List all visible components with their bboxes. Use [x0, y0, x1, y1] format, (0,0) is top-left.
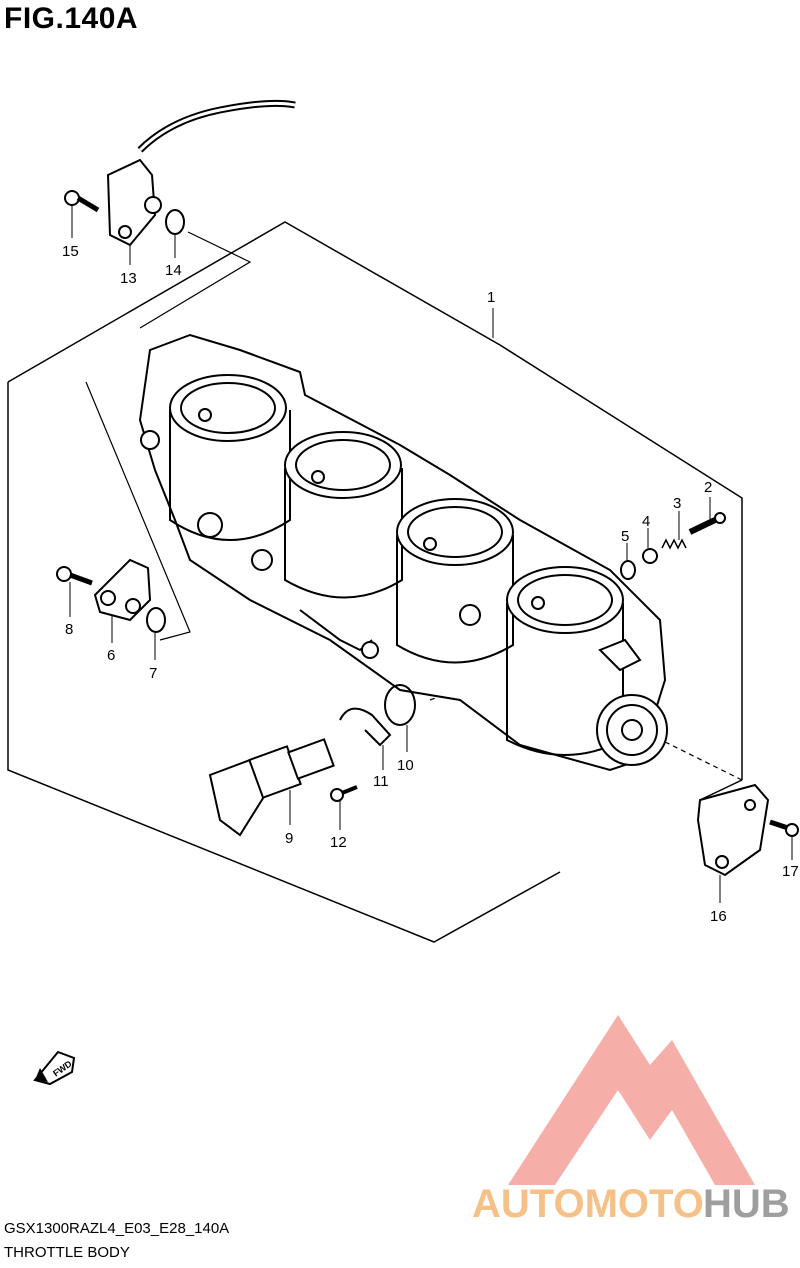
logo-text-hub: HUB	[703, 1182, 790, 1226]
part-4-washer	[642, 548, 658, 564]
part-7-oring	[146, 607, 166, 633]
leader-lines	[69, 205, 793, 903]
callout-1: 1	[487, 289, 495, 306]
part-12-screw	[330, 785, 358, 802]
throttle-body-assembly	[138, 333, 668, 772]
callout-14: 14	[165, 262, 182, 279]
part-6-sensor	[93, 558, 152, 622]
figure-title: FIG.140A	[4, 2, 139, 35]
fwd-arrow: FWD	[33, 1050, 76, 1086]
callout-10: 10	[397, 757, 414, 774]
callout-5: 5	[621, 528, 629, 545]
part-8-bolt	[56, 566, 93, 586]
part-16-bracket	[696, 783, 770, 877]
callout-4: 4	[642, 513, 650, 530]
part-14-oring	[165, 209, 185, 235]
part-9-sensor	[208, 738, 335, 837]
callout-9: 9	[285, 830, 293, 847]
callout-16: 16	[710, 908, 727, 925]
callout-12: 12	[330, 834, 347, 851]
section-name: THROTTLE BODY	[4, 1244, 130, 1261]
logo-inner-triangle	[580, 1100, 690, 1160]
callout-8: 8	[65, 621, 73, 638]
automotohub-logo: AUTOMOTO HUB	[472, 1015, 790, 1226]
callout-13: 13	[120, 270, 137, 287]
logo-text-automoto: AUTOMOTO	[472, 1182, 704, 1226]
logo-triangle	[508, 1015, 755, 1185]
assembly-outline	[7, 221, 743, 943]
callout-7: 7	[149, 665, 157, 682]
part-10-oring	[384, 684, 416, 726]
callout-17: 17	[782, 863, 799, 880]
part-17-bolt	[769, 819, 799, 837]
model-code: GSX1300RAZL4_E03_E28_140A	[4, 1220, 230, 1237]
part-5-oring	[620, 560, 636, 580]
part-2-screw	[688, 512, 726, 535]
part-3-spring	[661, 538, 687, 550]
part-15-bolt	[64, 190, 100, 213]
part-13-sensor	[106, 99, 296, 247]
callout-11: 11	[373, 773, 389, 790]
fwd-arrow-icon	[33, 1050, 76, 1086]
callout-3: 3	[673, 495, 681, 512]
callout-2: 2	[704, 479, 712, 496]
part-11-clip	[339, 707, 392, 747]
callout-15: 15	[62, 243, 79, 260]
callout-6: 6	[107, 647, 115, 664]
fwd-arrow-tip	[35, 1068, 48, 1082]
